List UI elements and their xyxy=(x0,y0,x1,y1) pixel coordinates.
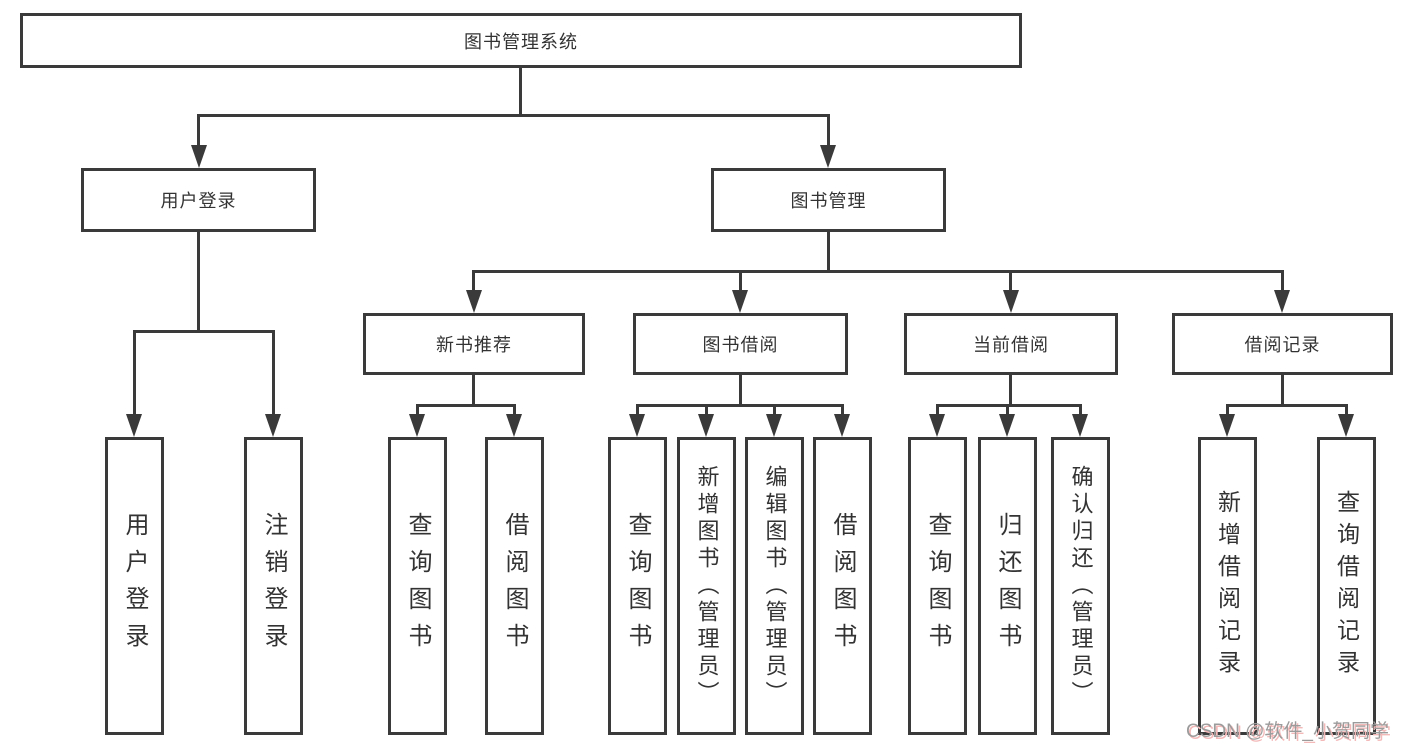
arrow-down-icon xyxy=(820,145,836,168)
connector-hline xyxy=(1226,404,1348,407)
node-borrow-records-label: 借阅记录 xyxy=(1244,335,1321,355)
connector-hline xyxy=(936,404,1082,407)
connector-vline xyxy=(773,404,776,418)
arrow-down-icon xyxy=(1072,414,1088,437)
connector-vline xyxy=(1009,270,1012,295)
leaf-query-borrow-record: 查询借阅记录 xyxy=(1317,437,1376,735)
connector-vline xyxy=(827,114,830,152)
arrow-down-icon xyxy=(1274,290,1290,313)
leaf-add-book-admin: 新增图书（管理员） xyxy=(677,437,736,735)
connector-vline xyxy=(513,404,516,418)
connector-vline xyxy=(1009,375,1012,406)
leaf-query-book-recommend-label: 查询图书 xyxy=(404,512,431,660)
connector-hline xyxy=(473,270,1284,273)
arrow-down-icon xyxy=(1003,290,1019,313)
arrow-down-icon xyxy=(698,414,714,437)
connector-vline xyxy=(841,404,844,418)
node-borrow-records: 借阅记录 xyxy=(1172,313,1393,375)
leaf-query-book-borrow: 查询图书 xyxy=(608,437,667,735)
leaf-query-book-recommend: 查询图书 xyxy=(388,437,447,735)
arrow-down-icon xyxy=(766,414,782,437)
connector-vline xyxy=(739,270,742,295)
connector-vline xyxy=(705,404,708,418)
leaf-borrow-book-2-label: 借阅图书 xyxy=(829,512,856,660)
connector-hline xyxy=(133,330,275,333)
connector-vline xyxy=(133,330,136,418)
arrow-down-icon xyxy=(732,290,748,313)
leaf-edit-book-admin: 编辑图书（管理员） xyxy=(745,437,804,735)
connector-vline xyxy=(272,330,275,418)
node-root: 图书管理系统 xyxy=(20,13,1022,68)
leaf-confirm-return-admin: 确认归还（管理员） xyxy=(1051,437,1110,735)
connector-vline xyxy=(1281,375,1284,406)
arrow-down-icon xyxy=(265,414,281,437)
leaf-add-borrow-record: 新增借阅记录 xyxy=(1198,437,1257,735)
leaf-borrow-book-recommend: 借阅图书 xyxy=(485,437,544,735)
node-new-book-recommend: 新书推荐 xyxy=(363,313,585,375)
leaf-add-book-admin-label: 新增图书（管理员） xyxy=(694,464,720,708)
node-current-borrow: 当前借阅 xyxy=(904,313,1118,375)
connector-vline xyxy=(827,232,830,272)
leaf-edit-book-admin-label: 编辑图书（管理员） xyxy=(762,464,788,708)
connector-vline xyxy=(1226,404,1229,418)
arrow-down-icon xyxy=(834,414,850,437)
node-current-borrow-label: 当前借阅 xyxy=(973,335,1049,355)
leaf-query-borrow-record-label: 查询借阅记录 xyxy=(1333,490,1360,682)
arrow-down-icon xyxy=(506,414,522,437)
arrow-down-icon xyxy=(1338,414,1354,437)
connector-vline xyxy=(1079,404,1082,418)
connector-vline xyxy=(1006,404,1009,418)
node-user-login-label: 用户登录 xyxy=(160,191,237,211)
node-book-management-label: 图书管理 xyxy=(790,191,867,211)
arrow-down-icon xyxy=(1219,414,1235,437)
connector-hline xyxy=(416,404,516,407)
connector-vline xyxy=(636,404,639,418)
connector-vline xyxy=(936,404,939,418)
leaf-user-login: 用户登录 xyxy=(105,437,164,735)
leaf-return-book-label: 归还图书 xyxy=(994,512,1021,660)
connector-vline xyxy=(739,375,742,406)
arrow-down-icon xyxy=(191,145,207,168)
connector-hline xyxy=(636,404,844,407)
arrow-down-icon xyxy=(466,290,482,313)
watermark: CSDN @软件_小贺同学 xyxy=(1186,721,1389,742)
connector-vline xyxy=(472,375,475,406)
connector-vline xyxy=(1281,270,1284,295)
node-book-borrow: 图书借阅 xyxy=(633,313,848,375)
leaf-query-book-borrow-label: 查询图书 xyxy=(624,512,651,660)
leaf-return-book: 归还图书 xyxy=(978,437,1037,735)
node-book-management: 图书管理 xyxy=(711,168,946,232)
connector-vline xyxy=(519,68,522,117)
arrow-down-icon xyxy=(629,414,645,437)
arrow-down-icon xyxy=(999,414,1015,437)
arrow-down-icon xyxy=(409,414,425,437)
connector-vline xyxy=(197,232,200,333)
leaf-add-borrow-record-label: 新增借阅记录 xyxy=(1214,490,1241,682)
connector-vline xyxy=(197,114,200,152)
connector-vline xyxy=(472,270,475,295)
connector-vline xyxy=(1345,404,1348,418)
leaf-confirm-return-admin-label: 确认归还（管理员） xyxy=(1068,464,1094,708)
node-book-borrow-label: 图书借阅 xyxy=(702,335,779,355)
arrow-down-icon xyxy=(126,414,142,437)
leaf-borrow-book-recommend-label: 借阅图书 xyxy=(501,512,528,660)
node-root-label: 图书管理系统 xyxy=(464,31,578,52)
node-user-login: 用户登录 xyxy=(81,168,316,232)
arrow-down-icon xyxy=(929,414,945,437)
connector-vline xyxy=(416,404,419,418)
leaf-logout-login: 注销登录 xyxy=(244,437,303,735)
leaf-query-book-current: 查询图书 xyxy=(908,437,967,735)
leaf-query-book-current-label: 查询图书 xyxy=(924,512,951,660)
leaf-logout-login-label: 注销登录 xyxy=(260,512,287,660)
leaf-borrow-book-2: 借阅图书 xyxy=(813,437,872,735)
leaf-user-login-label: 用户登录 xyxy=(121,512,148,660)
node-new-book-recommend-label: 新书推荐 xyxy=(436,335,512,355)
connector-hline xyxy=(197,114,830,117)
